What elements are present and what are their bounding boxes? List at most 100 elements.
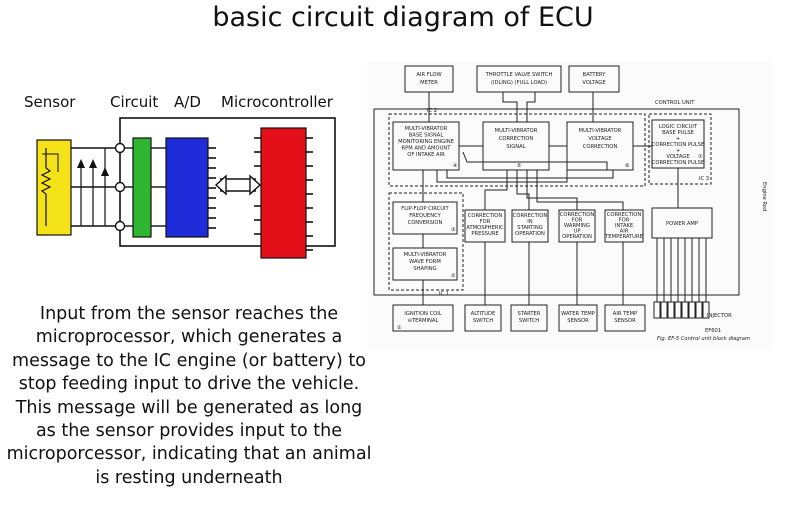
power-amp-box xyxy=(651,207,713,239)
mv-voltage-correction-text-line: MULTI-VIBRATOR xyxy=(579,128,622,134)
mv-correction-signal-number: ⑤ xyxy=(517,163,522,169)
mv-voltage-correction-text-line: CORRECTION xyxy=(583,144,618,150)
ad-label: A/D xyxy=(174,93,201,111)
caption-text: Input from the sensor reaches the microp… xyxy=(6,304,372,488)
logic-circuit-text-line: + xyxy=(676,136,680,142)
corr-intake-air-text-line: FOR xyxy=(619,218,630,224)
water-temp-box xyxy=(558,304,598,332)
logic-circuit-number: ⑦ xyxy=(698,154,703,160)
corr-warming-text-line: OPERATION xyxy=(562,234,592,240)
corr-starting-text-line: IN xyxy=(527,219,533,225)
starter-switch-text-line: SWITCH xyxy=(519,318,539,324)
logic-circuit-text-line: BASE PULSE xyxy=(662,130,694,136)
corr-intake-air-box xyxy=(604,209,644,243)
mv-correction-signal-text-line: CORRECTION xyxy=(499,136,534,142)
starter-switch-text-line: STARTER xyxy=(518,311,541,317)
terminal-mid xyxy=(114,181,126,193)
corr-warming-text-line: FOR xyxy=(572,218,583,224)
corr-warming-text-line: CORRECTION xyxy=(560,212,595,218)
altitude-switch-text-line: SWITCH xyxy=(473,318,493,324)
arrow-head-1 xyxy=(77,159,85,168)
wave-shaping-text-line: WAVE FORM xyxy=(409,259,441,265)
ignition-coil-text-line: ⊖TERMINAL xyxy=(408,318,439,324)
sensor-circuit-diagram: Sensor Circuit A/D Microcontroller xyxy=(24,93,336,259)
arrow-head-3 xyxy=(101,167,109,176)
ic1-region xyxy=(388,192,464,291)
mv-base-signal-text-line: MULTI-VIBRATOR xyxy=(405,126,448,132)
wave-shaping-text-line: MULTI-VIBRATOR xyxy=(404,252,447,258)
power-amp-text-line: POWER AMP xyxy=(666,221,698,227)
flip-flop-text-line: FREQUENCY xyxy=(409,213,441,219)
throttle-label: THROTTLE VALVE SWITCH xyxy=(485,72,553,78)
flip-flop-number: ③ xyxy=(451,227,456,233)
corr-starting-box xyxy=(511,209,549,243)
ignition-coil-text-line: IGNITION COIL xyxy=(404,311,442,317)
ignition-coil-number: ① xyxy=(397,325,402,331)
terminal-top xyxy=(114,142,126,154)
mv-voltage-correction-text-line: VOLTAGE xyxy=(588,136,611,142)
mv-base-signal-number: ④ xyxy=(453,163,458,169)
control-unit-block-diagram: AIR FLOW METER THROTTLE VALVE SWITCH (ID… xyxy=(367,62,773,350)
throttle-switch-box xyxy=(476,65,562,93)
throttle-label-2: (IDLING) (FULL LOAD) xyxy=(491,80,547,86)
corr-intake-air-text-line: AIR xyxy=(620,229,629,235)
air-flow-meter-label: AIR FLOW xyxy=(416,72,441,78)
battery-voltage-box xyxy=(568,65,620,93)
microcontroller-block xyxy=(260,127,307,259)
circuit-block xyxy=(132,137,152,238)
figure-code: EF601 xyxy=(705,328,721,334)
water-temp-text-line: SENSOR xyxy=(567,318,589,324)
corr-atmospheric-text-line: FOR xyxy=(480,219,491,225)
control-unit-frame xyxy=(373,108,740,296)
corr-intake-air-text-line: CORRECTION xyxy=(607,212,642,218)
corr-atmospheric-text-line: CORRECTION xyxy=(468,213,503,219)
wave-shaping-box xyxy=(392,247,458,281)
sensor-resistor-symbol xyxy=(40,148,52,226)
air-temp-box xyxy=(604,304,646,332)
data-bus-arrow xyxy=(214,174,262,196)
ic1-label: IC 1 xyxy=(439,291,449,297)
battery-label: BATTERY xyxy=(583,72,606,78)
logic-circuit-text-line: CORRECTION PULSE xyxy=(652,142,705,148)
side-label: Engine Rod xyxy=(761,182,767,211)
water-temp-text-line: WATER TEMP xyxy=(561,311,595,317)
sensor-wiper xyxy=(42,153,59,172)
logic-circuit-text-line: CORRECTION PULSE xyxy=(652,160,705,166)
corr-intake-air-text-line: TEMPERATURE xyxy=(604,234,643,240)
corr-starting-text-line: STARTING xyxy=(517,225,542,231)
injector-outputs xyxy=(653,238,710,319)
arrow-head-2 xyxy=(89,159,97,168)
ic2-label: IC 2 xyxy=(427,108,437,114)
air-temp-text-line: AIR TEMP xyxy=(613,311,637,317)
corr-starting-text-line: OPERATION xyxy=(515,231,545,237)
circuit-label: Circuit xyxy=(110,93,158,111)
logic-circuit-text-line: VOLTAGE xyxy=(666,154,689,160)
wave-shaping-text-line: SHAPING xyxy=(413,266,436,272)
ad-pins xyxy=(208,147,216,229)
air-temp-text-line: SENSOR xyxy=(614,318,636,324)
corr-atmospheric-text-line: ATMOSPHERIC xyxy=(466,225,504,231)
mcu-pins xyxy=(254,137,313,251)
air-flow-meter-label-2: METER xyxy=(420,80,438,86)
flip-flop-text-line: CONVERSION xyxy=(408,220,443,226)
mv-correction-signal-text-line: MULTI-VIBRATOR xyxy=(495,128,538,134)
corr-warming-text-line: UP xyxy=(574,229,581,235)
corr-starting-text-line: CORRECTION xyxy=(513,213,548,219)
corr-atmospheric-text-line: PRESSURE xyxy=(471,231,498,237)
flip-flop-box xyxy=(392,201,458,235)
mv-base-signal-text-line: BASE SIGNAL xyxy=(409,133,444,139)
wave-shaping-number: ② xyxy=(451,273,456,279)
ic3-region xyxy=(648,113,712,185)
terminal-bottom xyxy=(114,220,126,232)
logic-circuit-text-line: LOGIC CIRCUIT xyxy=(659,124,698,130)
microcontroller-label: Microcontroller xyxy=(221,93,334,111)
mv-base-signal-text-line: OF INTAKE AIR xyxy=(407,152,445,158)
figure-caption: Fig. EF-5 Control unit block diagram xyxy=(657,336,750,342)
mv-base-signal-text-line: RPM AND AMOUNT xyxy=(402,146,452,152)
corr-intake-air-text-line: INTAKE xyxy=(615,223,633,229)
flip-flop-text-line: FLIP-FLOP CIRCUIT xyxy=(401,206,449,212)
sensor-label: Sensor xyxy=(24,93,76,111)
control-unit-label: CONTROL UNIT xyxy=(655,100,695,106)
air-flow-meter-box xyxy=(404,65,454,93)
